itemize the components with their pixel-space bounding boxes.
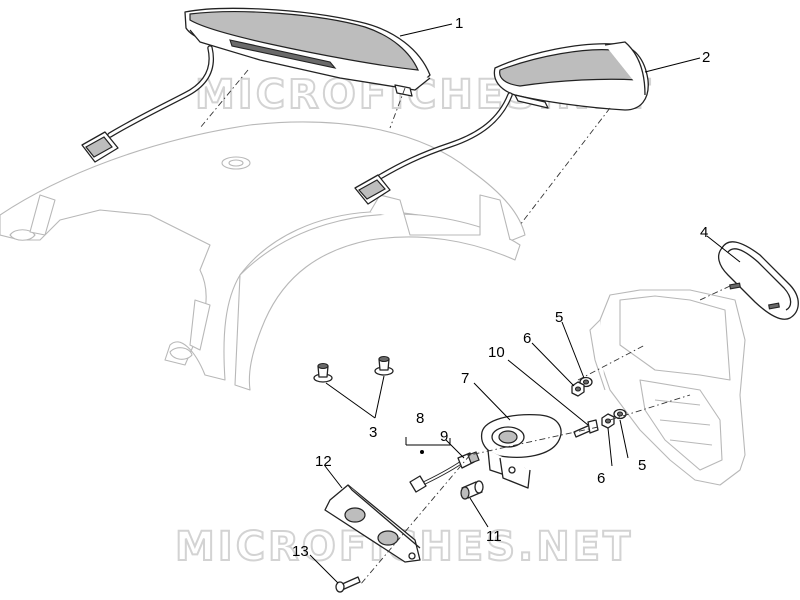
assembly-lines (199, 69, 731, 586)
connector-icon (409, 475, 427, 493)
callout-7: 7 (461, 370, 469, 387)
connector-icon (354, 174, 391, 205)
nut-upper (571, 381, 585, 397)
screw-icon (335, 576, 361, 593)
callout-13: 13 (292, 543, 309, 560)
callout-11: 11 (486, 528, 502, 545)
nut-lower (601, 413, 615, 429)
rear-body-panel (0, 121, 526, 391)
callout-6-lower: 6 (597, 470, 605, 487)
dot-marker (420, 450, 424, 454)
callout-5-upper: 5 (555, 309, 563, 326)
callout-3: 3 (369, 424, 377, 441)
grommet-pair (313, 355, 394, 383)
connector-icon (81, 131, 119, 163)
callout-1: 1 (455, 15, 463, 32)
callout-8: 8 (416, 410, 424, 427)
callout-10: 10 (488, 344, 505, 361)
leader-lines (309, 23, 741, 584)
callout-9: 9 (440, 428, 448, 445)
callout-6-upper: 6 (523, 330, 531, 347)
grommet-icon (374, 355, 394, 376)
callout-2: 2 (702, 49, 710, 66)
callout-labels: 1 2 3 4 5 5 6 6 7 8 9 10 11 12 13 (292, 15, 710, 560)
bolt (573, 419, 599, 438)
license-plate-bracket (589, 289, 746, 486)
bulb-icon (457, 451, 480, 469)
bulb-socket (460, 480, 484, 500)
wiring-harness (405, 437, 480, 493)
tail-light-left (81, 7, 431, 163)
tail-light-right (354, 41, 649, 205)
callout-5-lower: 5 (638, 457, 646, 474)
callout-12: 12 (315, 453, 332, 470)
callout-4: 4 (700, 224, 708, 241)
license-lamp-housing (480, 414, 562, 489)
lamp-lens (324, 484, 421, 563)
grommet-icon (313, 362, 333, 383)
